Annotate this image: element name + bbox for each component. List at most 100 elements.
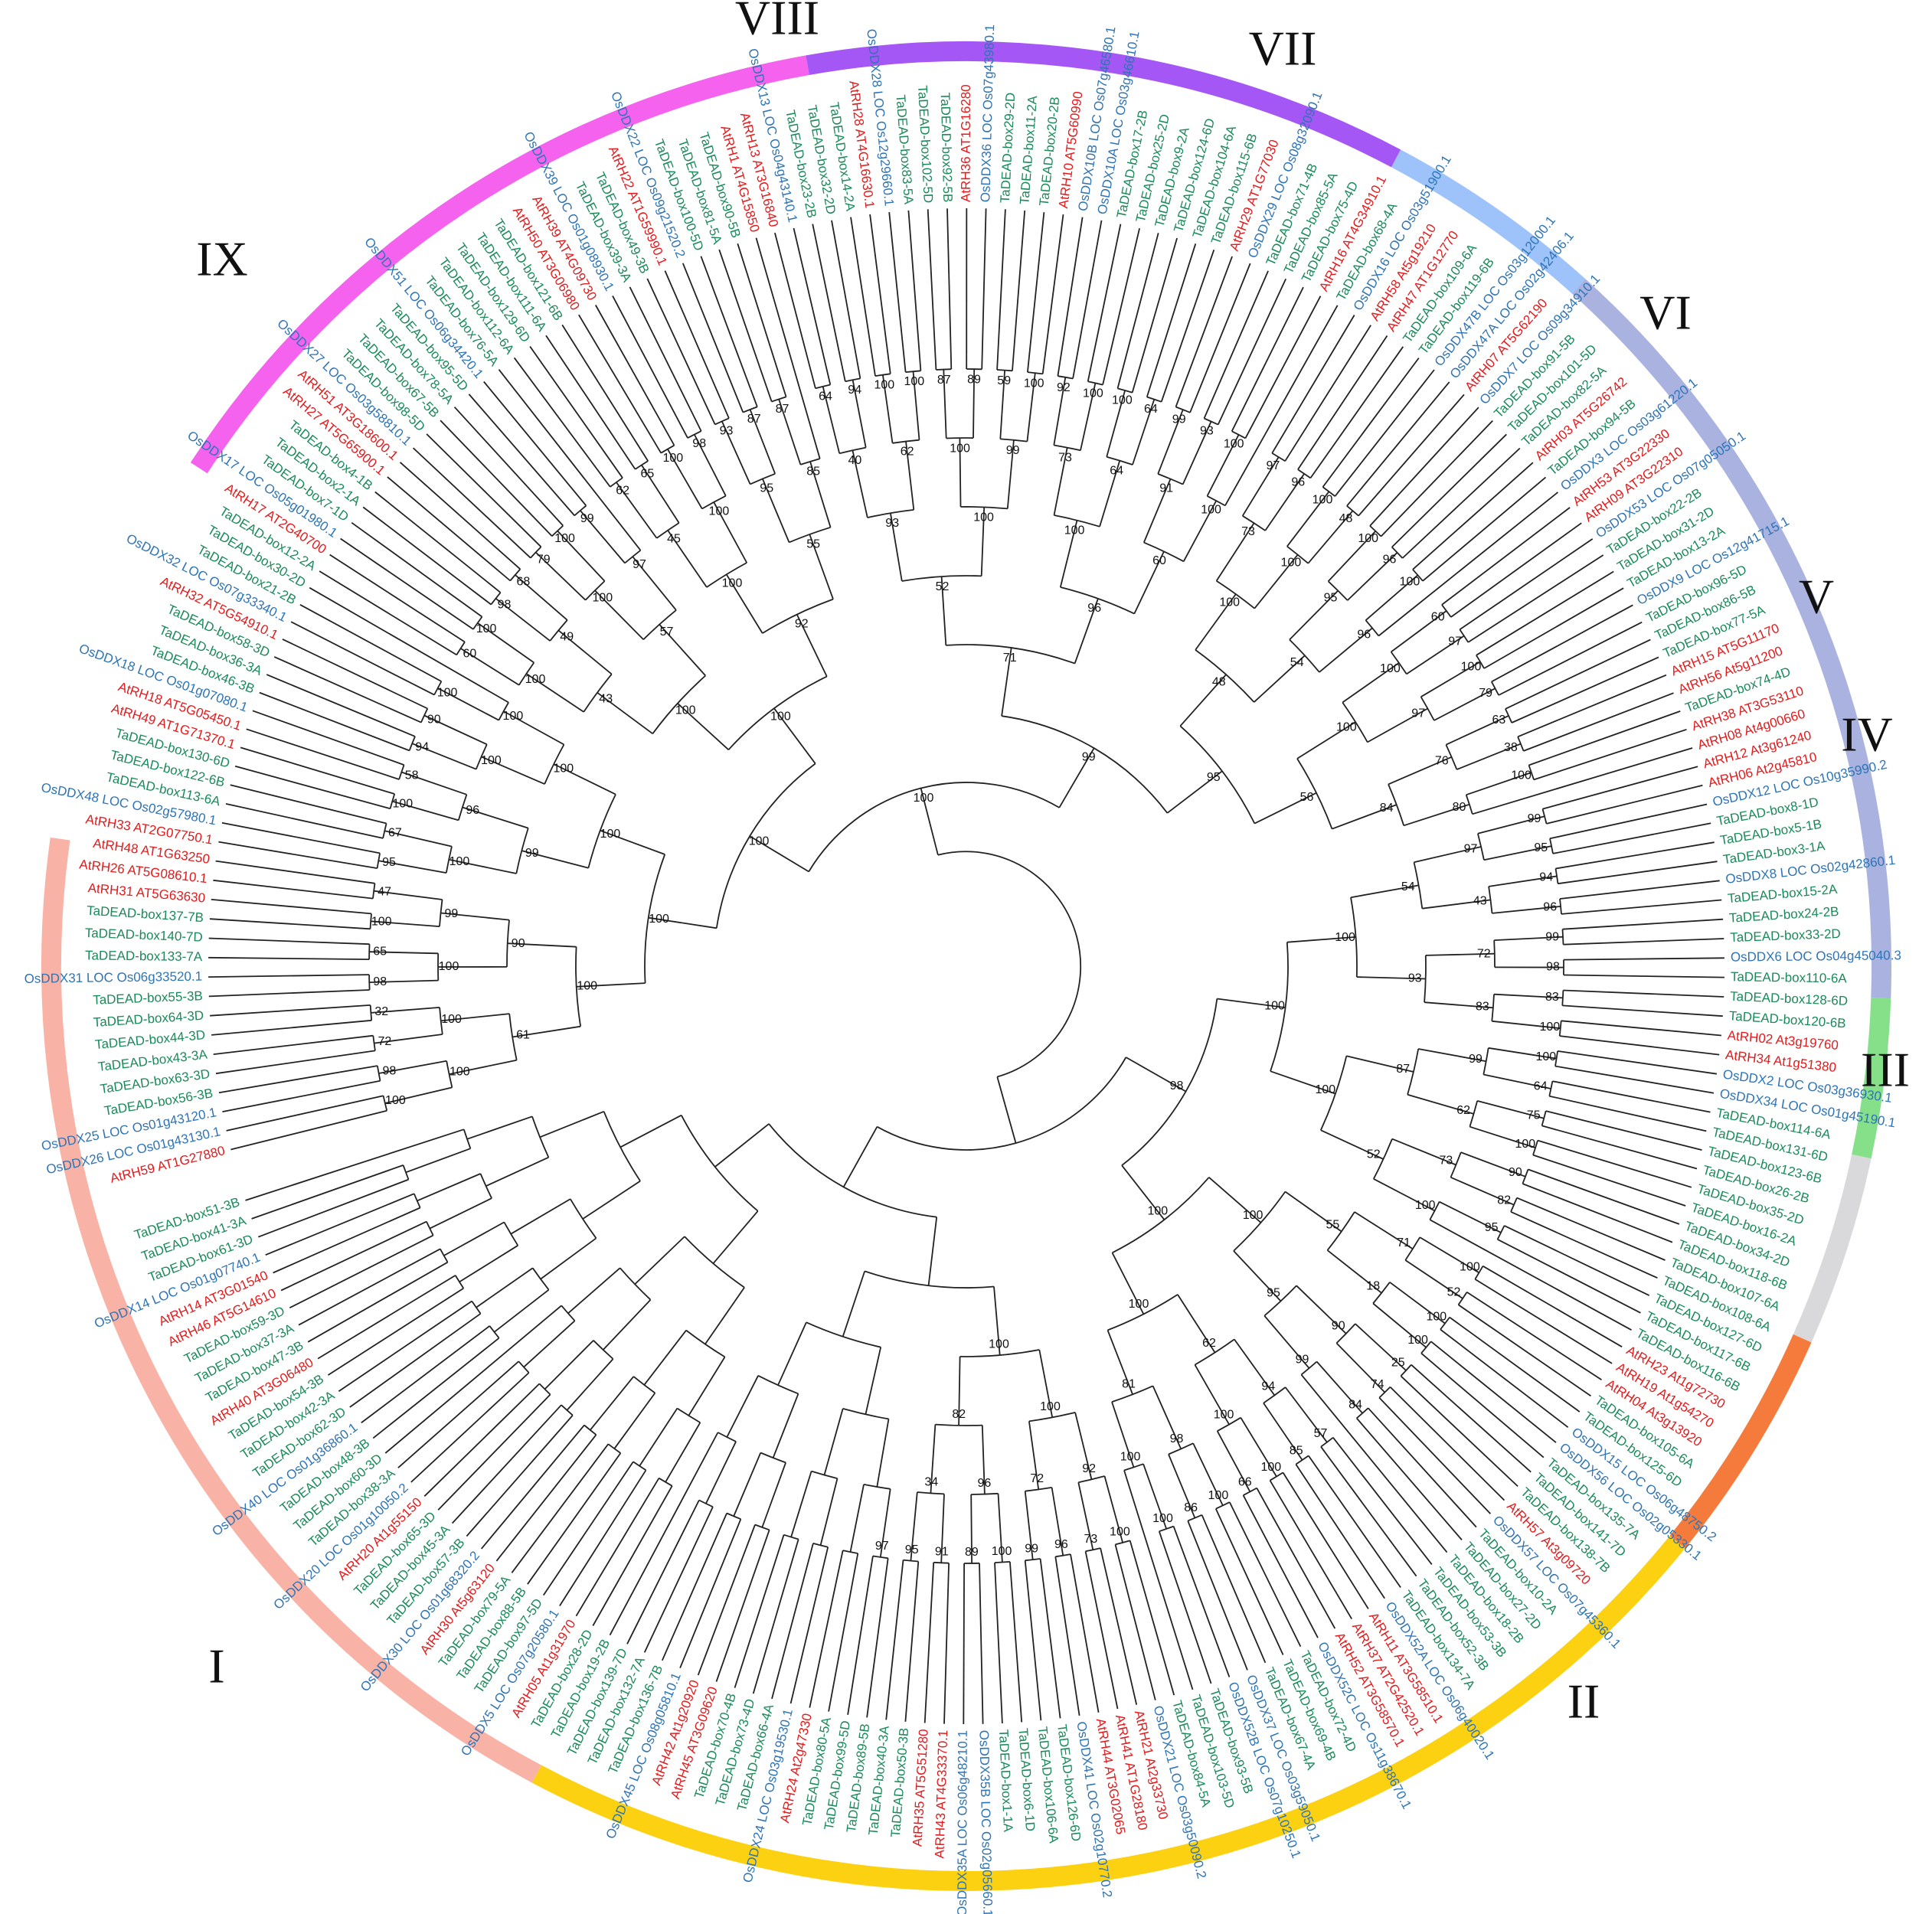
branch-radial: [996, 209, 1006, 371]
branch-arc: [892, 439, 920, 444]
branch-radial: [1131, 237, 1178, 393]
branch-radial: [713, 501, 747, 563]
branch-radial: [1234, 1338, 1276, 1396]
bootstrap-value: 62: [1456, 1104, 1470, 1117]
branch-radial: [888, 212, 907, 373]
branch-arc: [1459, 629, 1469, 643]
branch-arc: [845, 377, 861, 383]
branch-arc: [684, 1236, 745, 1289]
branch-arc: [1373, 1138, 1393, 1180]
branch-radial: [1559, 1035, 1720, 1056]
branch-radial: [1483, 1073, 1551, 1089]
branch-radial: [1038, 1349, 1054, 1418]
branch-arc: [1326, 1211, 1355, 1251]
branch-arc: [652, 674, 706, 734]
branch-arc: [624, 550, 642, 564]
branch-radial: [1476, 1100, 1545, 1119]
bootstrap-value: 100: [392, 798, 413, 811]
branch-arc: [508, 1014, 518, 1060]
leaf-label: TaDEAD-box11-2A: [1017, 95, 1040, 205]
branch-radial: [437, 1393, 551, 1511]
branch-radial: [778, 399, 802, 465]
bootstrap-value: 100: [709, 505, 730, 518]
branch-radial: [1028, 1421, 1040, 1490]
branch-radial: [646, 278, 716, 425]
leaf-label: TaDEAD-box24-2B: [1728, 904, 1839, 926]
tree-branches: [208, 207, 1724, 1725]
branch-radial: [595, 305, 675, 446]
branch-arc: [446, 1060, 453, 1088]
leaf-label: TaDEAD-box1-1A: [996, 1729, 1015, 1833]
branch-radial: [561, 324, 649, 462]
branch-arc: [1491, 681, 1499, 696]
branch-radial: [619, 1114, 682, 1148]
branch-radial: [1356, 976, 1426, 980]
branch-radial: [679, 1518, 742, 1669]
branch-arc: [685, 1329, 726, 1358]
bootstrap-value: 49: [560, 631, 574, 644]
branch-radial: [371, 920, 440, 927]
branch-radial: [1143, 1463, 1168, 1530]
branch-radial: [999, 370, 1005, 439]
branch-radial: [1058, 747, 1095, 808]
bootstrap-value: 76: [1435, 755, 1449, 768]
leaf-label: AtRH43 AT4G33370.1: [932, 1729, 950, 1858]
branch-radial: [970, 1494, 973, 1564]
branch-radial: [423, 1383, 541, 1497]
branch-radial: [1346, 381, 1450, 507]
branch-arc: [561, 1305, 576, 1321]
branch-radial: [924, 1562, 935, 1723]
clade-label-ii: II: [1568, 1674, 1600, 1729]
branch-radial: [920, 788, 939, 855]
bootstrap-value: 92: [795, 617, 809, 630]
bootstrap-value: 99: [525, 847, 539, 860]
branch-radial: [812, 224, 846, 382]
branch-radial: [580, 510, 626, 564]
bootstrap-value: 52: [1447, 1285, 1461, 1298]
branch-arc: [607, 1443, 621, 1454]
branch-radial: [374, 1034, 443, 1044]
branch-arc: [1195, 649, 1255, 703]
bootstrap-value: 94: [1261, 1380, 1275, 1393]
branch-radial: [632, 556, 677, 611]
branch-radial: [1182, 421, 1212, 485]
branch-arc: [583, 674, 613, 713]
bootstrap-value: 100: [1083, 387, 1103, 400]
bootstrap-value: 99: [1545, 931, 1559, 944]
branch-radial: [1369, 407, 1479, 527]
branch-radial: [222, 1079, 381, 1112]
branch-arc: [463, 1128, 472, 1149]
branch-radial: [209, 918, 371, 930]
branch-radial: [777, 1321, 807, 1386]
leaf-label: TaDEAD-box110-6A: [1731, 969, 1848, 985]
bootstrap-value: 100: [1243, 1209, 1263, 1222]
branch-radial: [904, 1561, 920, 1722]
branch-radial: [440, 912, 510, 921]
branch-radial: [1563, 938, 1724, 946]
bootstrap-value: 73: [1084, 1533, 1098, 1546]
branch-arc: [551, 524, 564, 537]
bootstrap-value: 100: [1147, 1204, 1168, 1217]
clade-label-i: I: [208, 1639, 224, 1694]
clade-label-ix: IX: [196, 232, 248, 286]
branch-radial: [842, 1271, 866, 1338]
leaf-label: AtRH31 AT5G63630: [87, 880, 206, 905]
branch-radial: [493, 1289, 550, 1333]
bootstrap-value: 100: [481, 754, 502, 767]
branch-radial: [397, 1360, 519, 1468]
branch-arc: [575, 946, 581, 1027]
branch-arc: [1157, 473, 1184, 485]
branch-arc: [1025, 1558, 1041, 1562]
branch-radial: [462, 806, 529, 829]
branch-arc: [1469, 1100, 1479, 1127]
branch-arc: [1342, 701, 1368, 743]
branch-arc: [901, 575, 982, 582]
branch-radial: [1146, 243, 1197, 397]
branch-radial: [847, 1556, 874, 1715]
branch-radial: [1563, 989, 1724, 998]
branch-radial: [443, 1221, 505, 1256]
branch-radial: [749, 409, 776, 475]
branch-radial: [540, 1237, 597, 1280]
branch-arc: [760, 1452, 786, 1464]
branch-arc: [490, 592, 502, 606]
